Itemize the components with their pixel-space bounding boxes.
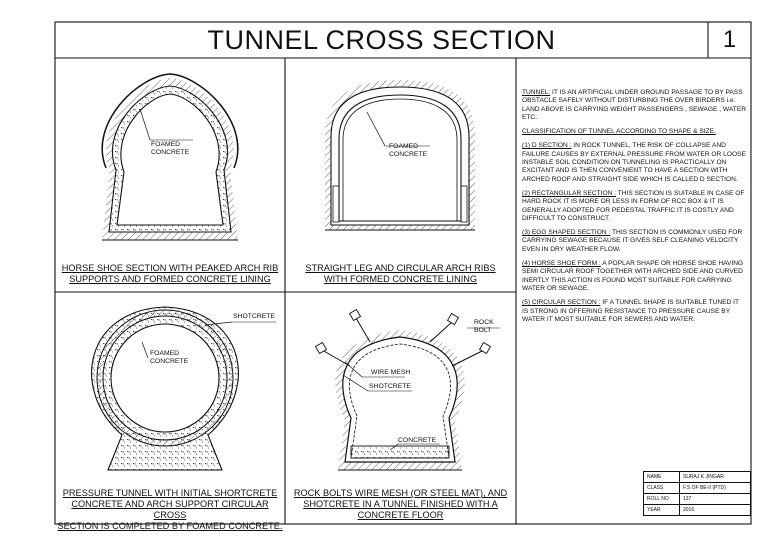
title-block-row: ROLL NO 137	[643, 493, 751, 505]
title-block-value: 2016	[679, 504, 751, 516]
horseshoe-caption: HORSE SHOE SECTION WITH PEAKED ARCH RIB …	[57, 263, 283, 285]
notes-column: TUNNEL: IT IS AN ARTIFICIAL UNDER GROUND…	[522, 89, 746, 330]
rock-bolts-caption-line2: SHOTCRETE IN A TUNNEL FINISHED WITH A	[303, 499, 498, 509]
title-block-key: CLASS	[643, 482, 680, 494]
title-block-key: YEAR	[643, 504, 680, 516]
title-block-key: NAME	[643, 471, 680, 483]
rock-bolt-heads	[314, 308, 492, 355]
pressure-label-line1: FOAMED	[150, 350, 180, 357]
straight-leg-label-line1: FOAMED	[389, 143, 419, 150]
title-block-value: 137	[679, 493, 751, 505]
rock-bolts-caption-line3: CONCRETE FLOOR	[357, 510, 444, 520]
pressure-caption: PRESSURE TUNNEL WITH INITIAL SHORTCRETE …	[56, 488, 284, 532]
straight-leg-caption: STRAIGHT LEG AND CIRCULAR ARCH RIBS WITH…	[287, 263, 514, 285]
note-horse-section: (4) HORSE SHOE FORM : A POPLAR SHAPE OR …	[522, 260, 746, 293]
pressure-foamed-label: FOAMED CONCRETE	[150, 350, 188, 366]
rock-bolt-label: ROCK BOLT	[474, 319, 494, 335]
horseshoe-label-line1: FOAMED	[151, 141, 181, 148]
horseshoe-caption-line1: HORSE SHOE SECTION WITH PEAKED ARCH RIB	[61, 263, 279, 273]
note-rect-heading: (2) RECTANGULAR SECTION :	[522, 189, 617, 197]
straight-leg-diagram	[325, 80, 475, 231]
pressure-tunnel-diagram	[91, 306, 276, 471]
horseshoe-peaked-diagram	[101, 73, 239, 241]
pressure-shotcrete-label: SHOTCRETE	[233, 313, 275, 320]
rock-bolts-caption-line1: ROCK BOLTS WIRE MESH (OR STEEL MAT), AND	[293, 488, 508, 498]
note-d-section: (1) D SECTION : IN ROCK TUNNEL, THE RISK…	[522, 142, 746, 183]
rock-bolts-diagram	[314, 308, 500, 471]
title-block-value: F.S OF BE-II (PTD)	[679, 482, 751, 494]
note-rect-section: (2) RECTANGULAR SECTION : THIS SECTION I…	[522, 190, 746, 223]
note-egg-section: (3) EGG SHAPED SECTION : THIS SECTION IS…	[522, 229, 746, 254]
sheet-title: TUNNEL CROSS SECTION	[207, 25, 556, 55]
rock-shotcrete-label: SHOTCRETE	[369, 383, 411, 390]
straight-leg-label: FOAMED CONCRETE	[389, 143, 427, 159]
concrete-floor-label: CONCRETE	[398, 437, 437, 444]
note-egg-text: THIS SECTION IS COMMONLY USED FOR CARRYI…	[522, 229, 743, 253]
note-d-heading: (1) D SECTION :	[522, 142, 572, 150]
bolt-label: BOLT	[474, 327, 492, 334]
rock-label: ROCK	[474, 319, 494, 326]
wire-mesh-label: WIRE MESH	[371, 369, 411, 376]
title-block-row: NAME SURAJ K JINGAR	[643, 471, 751, 483]
note-d-text: IN ROCK TUNNEL, THE RISK OF COLLAPSE AND…	[522, 142, 746, 183]
title-block-row: YEAR 2016	[643, 504, 751, 516]
straight-leg-caption-line1: STRAIGHT LEG AND CIRCULAR ARCH RIBS	[305, 263, 496, 273]
note-horse-text: A POPLAR SHAPE OR HORSE SHOE HAVING SEMI…	[522, 260, 744, 292]
pressure-label-line2: CONCRETE	[150, 358, 189, 365]
note-classification-text: CLASSIFICATION OF TUNNEL ACCORDING TO SH…	[522, 128, 716, 136]
rock-bolts-caption: ROCK BOLTS WIRE MESH (OR STEEL MAT), AND…	[287, 488, 514, 521]
horseshoe-label-line2: CONCRETE	[151, 149, 190, 156]
pressure-caption-line2: CONCRETE AND ARCH SUPPORT CIRCULAR CROSS	[71, 499, 269, 520]
note-tunnel-text: IT IS AN ARTIFICIAL UNDER GROUND PASSAGE…	[522, 89, 746, 121]
title-block-value: SURAJ K JINGAR	[679, 471, 751, 483]
note-classification: CLASSIFICATION OF TUNNEL ACCORDING TO SH…	[522, 128, 746, 136]
straight-leg-label-line2: CONCRETE	[389, 151, 428, 158]
pressure-caption-line3: SECTION IS COMPLETED BY FOAMED CONCRETE.	[57, 521, 283, 531]
straight-leg-caption-line2: WITH FORMED CONCRETE LINING	[323, 274, 478, 284]
note-egg-heading: (3) EGG SHAPED SECTION :	[522, 229, 611, 237]
title-block: NAME SURAJ K JINGAR CLASS F.S OF BE-II (…	[643, 471, 751, 516]
sheet-frame	[54, 21, 752, 525]
pressure-caption-line1: PRESSURE TUNNEL WITH INITIAL SHORTCRETE	[62, 488, 278, 498]
note-circ-heading: (5) CIRCULAR SECTION :	[522, 299, 601, 307]
note-rect-text: THIS SECTION IS SUITABLE IN CASE OF HARD…	[522, 189, 745, 222]
title-block-row: CLASS F.S OF BE-II (PTD)	[643, 482, 751, 494]
note-tunnel-heading: TUNNEL:	[522, 89, 551, 96]
horseshoe-caption-line2: SUPPORTS AND FORMED CONCRETE LINING	[69, 274, 271, 284]
note-horse-heading: (4) HORSE SHOE FORM :	[522, 260, 601, 268]
sheet-number: 1	[722, 26, 737, 53]
horseshoe-label: FOAMED CONCRETE	[151, 141, 189, 157]
note-circ-text: IF A TUNNEL SHAPE IS SUITABLE TUNED IT I…	[522, 299, 739, 323]
title-block-key: ROLL NO	[643, 493, 680, 505]
note-circular-section: (5) CIRCULAR SECTION : IF A TUNNEL SHAPE…	[522, 299, 746, 324]
note-tunnel: TUNNEL: IT IS AN ARTIFICIAL UNDER GROUND…	[522, 89, 746, 122]
rock-bolt-lines	[321, 317, 485, 367]
